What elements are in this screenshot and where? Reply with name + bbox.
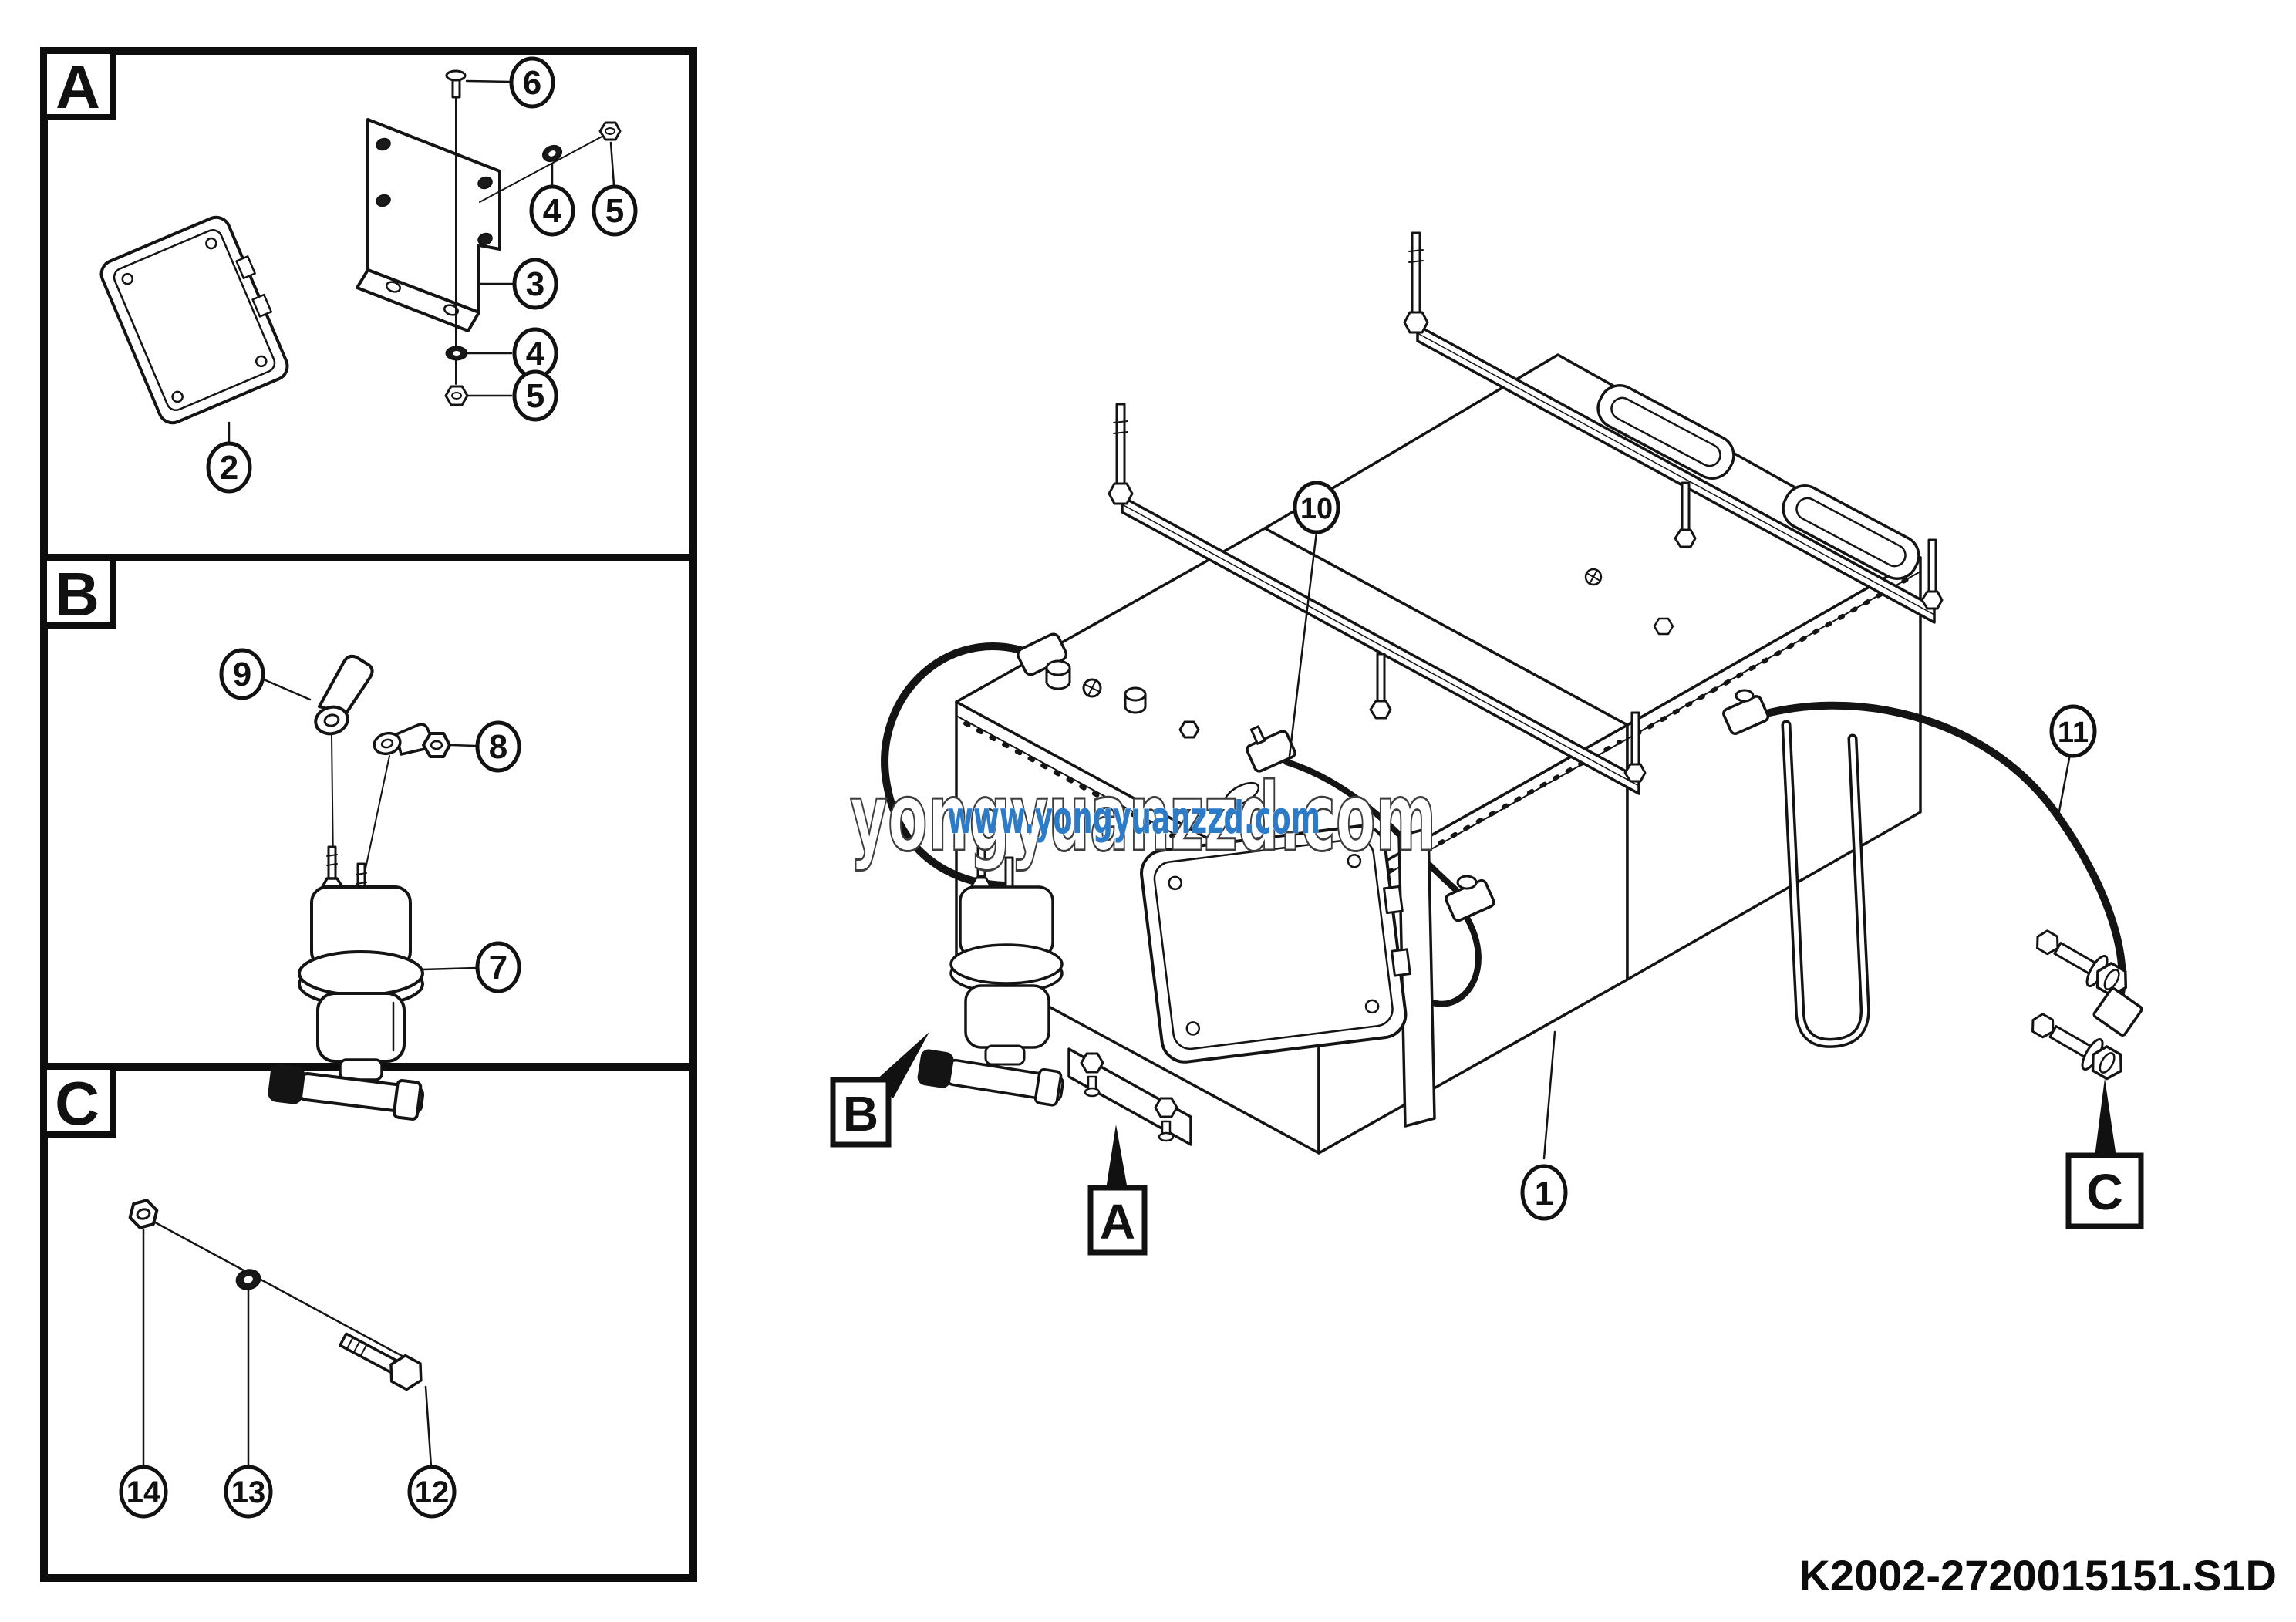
panel-b-view bbox=[262, 654, 478, 1121]
hold-down-rod bbox=[1369, 653, 1392, 720]
assembly-line-8 bbox=[362, 755, 390, 884]
hold-down-rod bbox=[1403, 231, 1429, 334]
callout-4-lower: 4 bbox=[526, 335, 545, 373]
assembly-line-9 bbox=[331, 734, 334, 866]
cable-coupler bbox=[2092, 987, 2143, 1037]
assembly-line-c bbox=[147, 1217, 415, 1364]
leader-1 bbox=[1542, 1030, 1556, 1160]
section-ref-labels bbox=[830, 1032, 2144, 1256]
main-callouts bbox=[1293, 481, 2097, 1221]
mounted-disconnect-switch bbox=[917, 841, 1064, 1107]
mounted-control-box bbox=[1140, 824, 1411, 1064]
leader-10 bbox=[1288, 531, 1318, 757]
mounted-bracket-and-box bbox=[1067, 824, 1436, 1146]
callout-11: 11 bbox=[2058, 717, 2089, 749]
ref-b-letter: B bbox=[843, 1086, 878, 1141]
ref-b-box bbox=[830, 1077, 892, 1148]
washer-part13 bbox=[235, 1269, 261, 1290]
leader-12 bbox=[424, 1385, 433, 1469]
battery-terminals bbox=[1017, 632, 1770, 922]
bolt-part12 bbox=[339, 1332, 423, 1391]
detail-panels-frame bbox=[40, 47, 697, 1582]
callout-6: 6 bbox=[523, 64, 541, 102]
leader-9 bbox=[262, 678, 312, 701]
panel-a-corner-box bbox=[41, 48, 116, 120]
panel-a-letter: A bbox=[56, 52, 100, 121]
callout-12: 12 bbox=[415, 1475, 450, 1509]
watermark-large: yongyuanzzd.com bbox=[850, 763, 1436, 872]
panel-c-corner-box bbox=[41, 1064, 116, 1138]
callout-5-upper: 5 bbox=[605, 192, 624, 230]
panel-b-letter: B bbox=[55, 560, 99, 629]
ref-c-arrow bbox=[2095, 1078, 2116, 1157]
nut-part5-lower bbox=[444, 385, 469, 406]
leader-11 bbox=[2056, 753, 2072, 821]
hold-down-rod bbox=[1920, 538, 1944, 610]
hold-down-bars bbox=[1108, 231, 1944, 1048]
leader-6 bbox=[465, 79, 511, 83]
panel-c-callouts bbox=[119, 1465, 457, 1519]
callout-1: 1 bbox=[1535, 1175, 1553, 1212]
panels-outer-border bbox=[40, 47, 697, 1582]
washer-part4-lower bbox=[445, 346, 468, 361]
disconnect-switch-part7 bbox=[268, 845, 425, 1121]
bracket-foot-a-target bbox=[1067, 1047, 1192, 1146]
main-assembly-view bbox=[881, 231, 2143, 1160]
leader-7 bbox=[421, 966, 478, 971]
panel-b-corner-box bbox=[41, 555, 116, 629]
callout-7: 7 bbox=[489, 949, 507, 986]
ref-c-box bbox=[2065, 1152, 2144, 1229]
panel-a-view bbox=[99, 69, 622, 444]
watermark-small: www.yongyuanzzd.com bbox=[947, 791, 1320, 844]
leader-5-upper bbox=[609, 141, 615, 187]
battery-pack-part1 bbox=[955, 353, 1922, 1155]
panel-c-view bbox=[128, 1199, 433, 1469]
washer-part4-upper bbox=[541, 144, 563, 163]
panel-b-callouts bbox=[219, 648, 521, 993]
cable-to-switch bbox=[881, 642, 1043, 889]
ring-terminal-part8-with-nut bbox=[373, 723, 451, 758]
drawing-number: K2002-2720015151.S1D bbox=[1799, 1551, 2277, 1600]
ref-c-letter: C bbox=[2086, 1163, 2123, 1220]
callout-4-upper: 4 bbox=[543, 192, 562, 230]
control-box-part2 bbox=[99, 215, 289, 425]
callout-10: 10 bbox=[1300, 493, 1333, 525]
ring-terminal-part9 bbox=[314, 654, 374, 736]
ref-a-arrow bbox=[1106, 1125, 1128, 1189]
diagonal-line-45 bbox=[479, 133, 609, 203]
terminal-cable-stub bbox=[1430, 915, 1482, 1007]
callout-13: 13 bbox=[231, 1475, 266, 1509]
callout-5-lower: 5 bbox=[526, 377, 544, 415]
ref-a-box bbox=[1087, 1185, 1148, 1256]
ground-cable-part11 bbox=[1744, 701, 2126, 1005]
screw-part6 bbox=[445, 69, 467, 99]
bracket-part3 bbox=[356, 118, 501, 332]
nut-part5-upper bbox=[598, 121, 622, 141]
cable-end-bolts-c-target bbox=[2031, 929, 2143, 1081]
callout-8: 8 bbox=[489, 728, 507, 766]
panel-a-callouts bbox=[206, 56, 638, 494]
callout-9: 9 bbox=[233, 656, 251, 693]
hold-down-rod bbox=[1674, 481, 1697, 548]
callout-2: 2 bbox=[220, 449, 238, 487]
hold-down-rod bbox=[1623, 711, 1647, 783]
callout-3: 3 bbox=[526, 265, 544, 303]
panel-c-letter: C bbox=[55, 1069, 99, 1138]
ref-a-letter: A bbox=[1100, 1194, 1135, 1249]
hold-down-rod bbox=[1108, 403, 1134, 505]
nut-part14 bbox=[128, 1199, 159, 1229]
callout-14: 14 bbox=[126, 1475, 161, 1509]
leader-8 bbox=[450, 744, 477, 747]
